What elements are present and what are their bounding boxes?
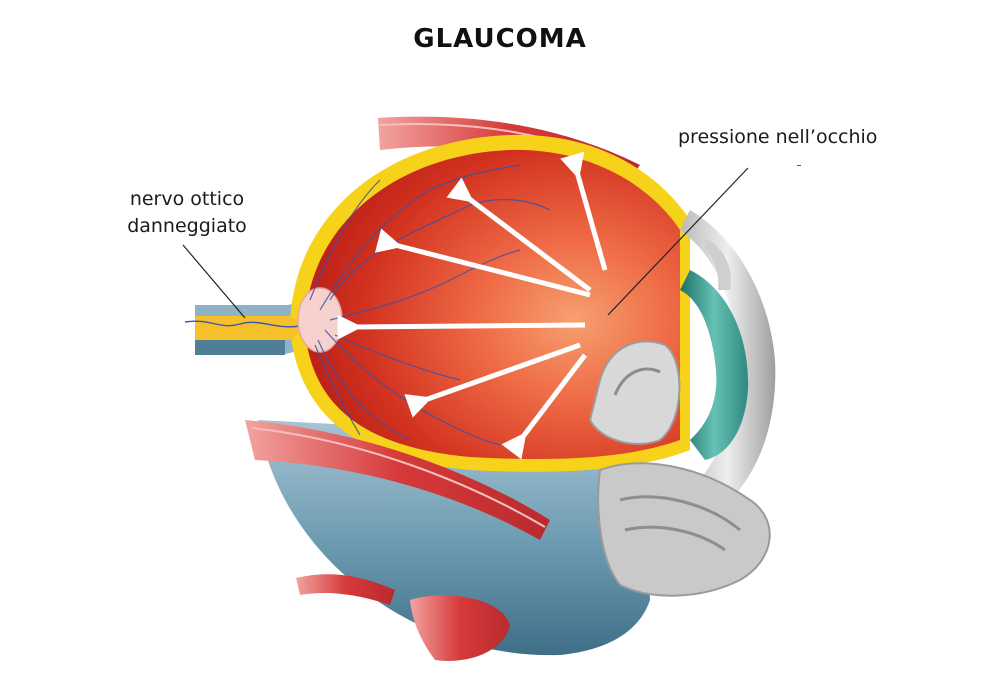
retina-interior bbox=[305, 149, 680, 459]
lens-teal bbox=[680, 270, 749, 460]
lower-muscle-left bbox=[296, 574, 395, 605]
cornea bbox=[680, 210, 776, 500]
optic-nerve-label: nervo ottico danneggiato bbox=[112, 186, 262, 240]
diagram-title: GLAUCOMA bbox=[413, 24, 587, 54]
lower-muscle-right bbox=[410, 595, 510, 661]
optic-nerve-label-line2: danneggiato bbox=[127, 215, 247, 237]
optic-nerve-leader-line bbox=[182, 244, 246, 319]
ciliary-body bbox=[588, 340, 681, 445]
pressure-leader-line bbox=[607, 167, 749, 316]
label-tick-mark bbox=[797, 165, 801, 166]
sclera-lower bbox=[258, 420, 650, 656]
optic-disc bbox=[297, 287, 343, 353]
blood-vessels bbox=[309, 164, 551, 446]
pressure-arrows bbox=[337, 151, 608, 460]
optic-nerve-label-line1: nervo ottico bbox=[129, 188, 245, 210]
eyelid-edge bbox=[705, 238, 731, 290]
eye-pressure-label: pressione nell’occhio bbox=[678, 126, 878, 148]
middle-muscle bbox=[245, 420, 550, 540]
optic-nerve bbox=[195, 316, 305, 340]
